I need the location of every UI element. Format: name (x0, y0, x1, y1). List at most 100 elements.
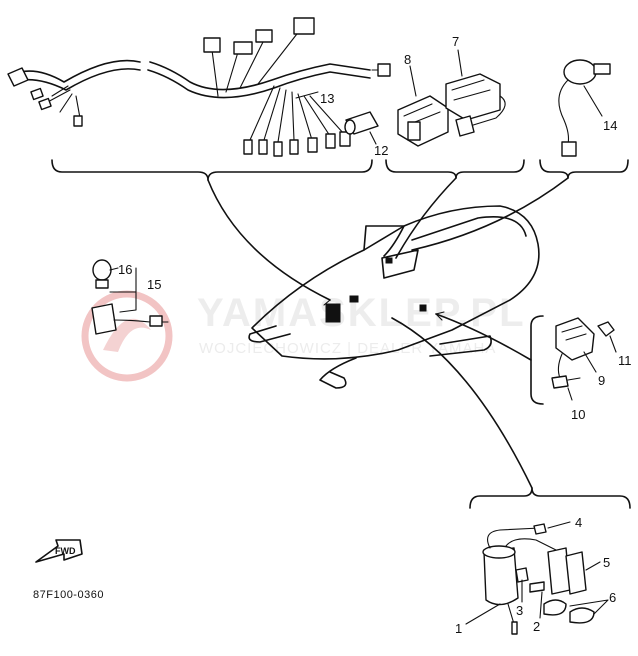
harness-plug-b (233, 41, 253, 55)
callout-16: 16 (118, 262, 132, 277)
regulator-lead (557, 353, 563, 379)
leader-15-16 (109, 267, 137, 313)
leader-13 (295, 91, 319, 99)
bulb-base (95, 279, 109, 289)
plug-cap-5a (547, 547, 571, 595)
leader-regulator (435, 313, 532, 361)
harness-terminal-3 (73, 115, 83, 127)
leader-12 (369, 131, 377, 145)
bulb-socket-assembly (91, 259, 169, 335)
snowmobile-windshield (363, 225, 405, 257)
snowmobile-regulator-mount (419, 304, 427, 312)
callouts: 1 2 3 4 5 6 7 8 9 10 11 12 13 14 15 16 (118, 34, 632, 636)
callout-3: 3 (516, 603, 523, 618)
harness-main-trunk (149, 61, 371, 91)
bracket-ignition (469, 487, 631, 509)
part-code: 87F100-0360 (33, 589, 104, 601)
unit7-ribs (451, 79, 491, 101)
watermark: YAMASKLEP.PL WOJCIECHOWICZ | DEALER YAMA… (81, 290, 526, 382)
plug-cap-5b (565, 551, 587, 595)
fwd-arrow: FWD (35, 539, 83, 563)
leader-7 (457, 49, 463, 77)
leader-ignition (391, 317, 533, 489)
snowmobile-component-small (349, 295, 359, 303)
grommet-6b (569, 607, 595, 624)
harness-fan-term-6 (325, 133, 336, 149)
harness-plug-right (377, 63, 391, 77)
switch-key (593, 63, 611, 75)
bolt-10-shank (567, 377, 581, 381)
harness-plug-c (255, 29, 273, 43)
bolt-2 (529, 581, 545, 593)
harness-fan-term-5 (307, 137, 318, 153)
nut-11 (597, 321, 615, 337)
leader-harness (207, 179, 331, 301)
callout-4: 4 (575, 515, 582, 530)
callout-15: 15 (147, 277, 161, 292)
part-3 (515, 567, 529, 583)
connector-end (344, 119, 356, 135)
harness-fan-term-1 (243, 139, 253, 155)
harness-terminal-1 (30, 87, 44, 101)
harness-plug-left (7, 67, 29, 87)
watermark-subtitle: WOJCIECHOWICZ | DEALER YAMAHA (199, 340, 496, 357)
snowmobile-outline (248, 205, 540, 389)
watermark-logo-mark (103, 318, 151, 352)
snowmobile-track (429, 335, 492, 357)
socket-15 (91, 303, 117, 335)
snowmobile-switch-mount (385, 257, 393, 264)
callout-9: 9 (598, 373, 605, 388)
harness-fan-term-2 (258, 139, 268, 155)
connector-12 (344, 111, 379, 145)
bracket-harness (51, 159, 373, 181)
main-switch-14 (558, 59, 611, 157)
coil-hv-lead-b (505, 538, 561, 553)
snowmobile-hull (251, 205, 540, 360)
bracket-regulator (530, 315, 544, 405)
switch-body (563, 59, 597, 85)
harness-left-branch (19, 59, 141, 83)
switch-plug (561, 141, 577, 157)
callout-10: 10 (571, 407, 585, 422)
harness-upper-leads (211, 29, 301, 97)
harness-plug-d (293, 17, 315, 35)
fwd-arrow-shape (35, 539, 83, 563)
coil-ground-term (511, 621, 518, 635)
watermark-logo (81, 290, 173, 382)
coil-hv-lead-a (487, 527, 541, 549)
regulator-9 (555, 317, 595, 361)
leader-cdi (395, 177, 457, 259)
grommet-6a (543, 599, 567, 616)
cdi-unit-8 (397, 65, 449, 147)
leader-lines (207, 177, 569, 489)
harness-fan-term-3 (273, 141, 283, 157)
callout-13: 13 (320, 91, 334, 106)
watermark-brand: YAMASKLEP.PL (197, 291, 526, 335)
harness-left-branch-2 (21, 68, 141, 91)
callout-11: 11 (618, 353, 632, 368)
callout-8: 8 (404, 52, 411, 67)
snowmobile-component-black (325, 303, 341, 323)
callout-7: 7 (452, 34, 459, 49)
harness-main-trunk-2 (147, 69, 371, 99)
snowmobile-ski-right (319, 357, 357, 389)
ignition-coil-group (465, 521, 609, 635)
unit-7 (445, 49, 506, 137)
bulb-16 (92, 259, 112, 281)
fwd-label: FWD (55, 546, 76, 556)
switch-cable (558, 79, 570, 145)
snowmobile-console (381, 249, 419, 279)
leader-9-10-11 (567, 335, 617, 401)
leader-14 (583, 85, 603, 117)
arrowhead-harness (321, 295, 331, 306)
callout-6: 6 (609, 590, 616, 605)
callout-12: 12 (374, 143, 388, 158)
unit7-plug (455, 115, 475, 137)
wire-harness (7, 17, 391, 157)
callout-14: 14 (603, 118, 617, 133)
coil-top (482, 545, 516, 559)
cdi-body (397, 95, 449, 147)
harness-left-leads (43, 85, 81, 119)
